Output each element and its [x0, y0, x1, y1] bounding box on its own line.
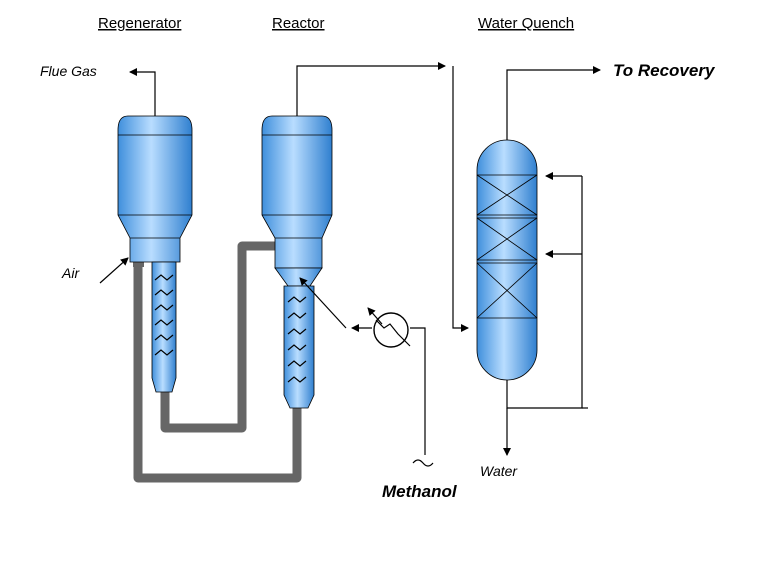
- regenerator-vessel: [117, 115, 193, 393]
- air-label: Air: [61, 265, 80, 281]
- feed-heater-icon: [367, 307, 411, 348]
- water-quench-column: [476, 139, 538, 381]
- reactor-riser-packing: [287, 296, 307, 383]
- catalyst-transfer-pipes: [133, 241, 302, 483]
- regenerator-header: Regenerator: [98, 15, 181, 32]
- reactor-vessel: [261, 115, 333, 409]
- reactor-header: Reactor: [272, 15, 325, 32]
- regenerator-riser-packing: [154, 274, 174, 356]
- air-inlet-pipe-cap: [133, 259, 144, 267]
- to-recovery-label: To Recovery: [613, 61, 716, 80]
- methanol-label: Methanol: [382, 482, 458, 501]
- flue-gas-label: Flue Gas: [40, 63, 97, 79]
- flow-lines: [99, 62, 601, 467]
- water-quench-header: Water Quench: [478, 15, 574, 32]
- water-label: Water: [480, 463, 518, 479]
